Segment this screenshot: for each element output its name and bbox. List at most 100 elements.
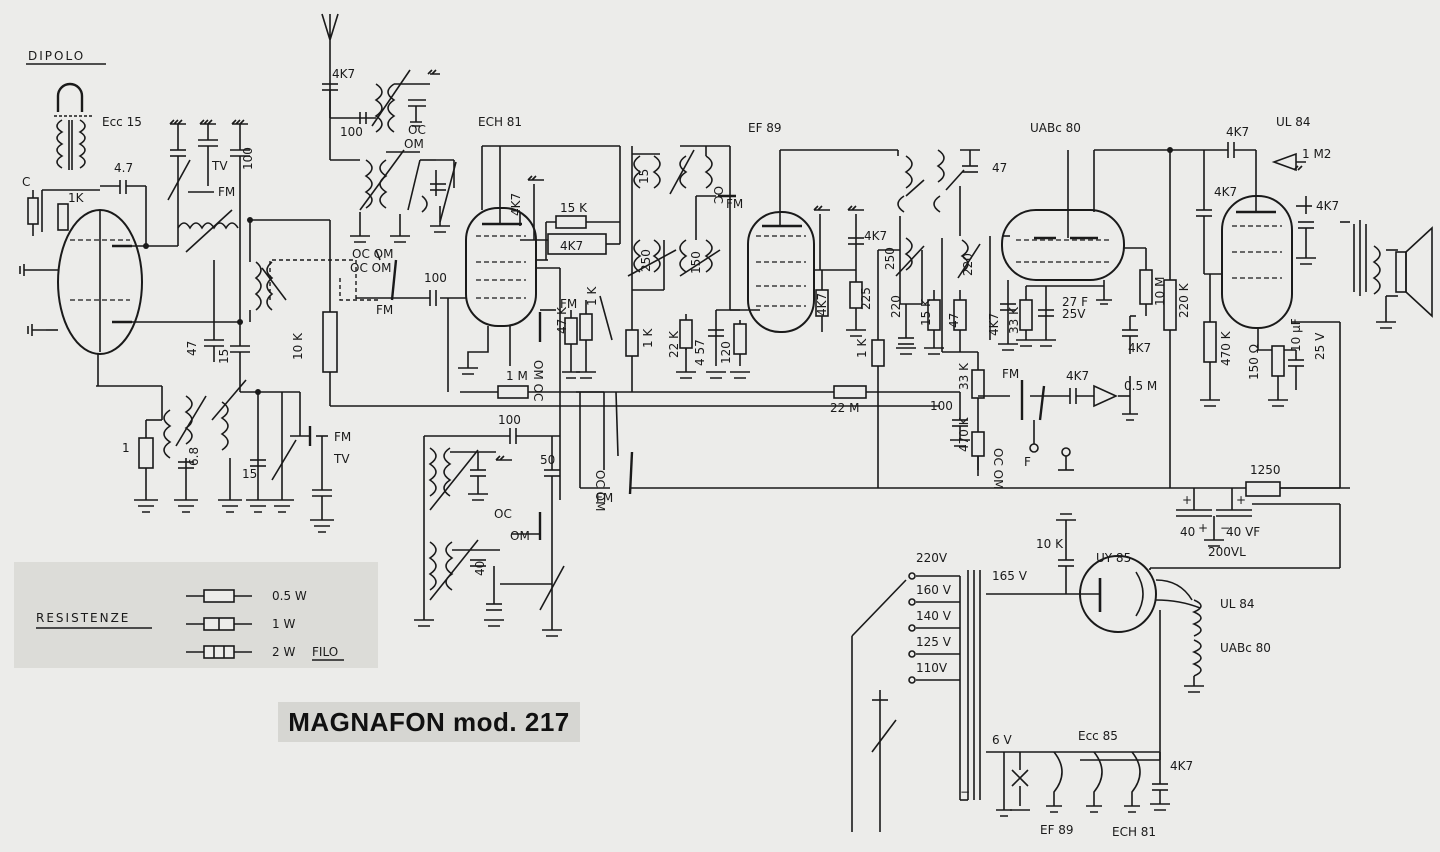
resistor-225: [849, 281, 863, 309]
label-fm-left: FM: [376, 303, 393, 317]
heater-label-ef89: EF 89: [1040, 823, 1074, 837]
label-1-left: 1: [122, 441, 130, 455]
label-1k: 1K: [68, 191, 85, 205]
resistor-1k-b: [57, 203, 69, 231]
label-225: 225: [859, 287, 873, 310]
label-25v: 25V: [1062, 307, 1086, 321]
power-switch[interactable]: [871, 719, 897, 753]
resistor-33k-det: [971, 369, 985, 399]
detector-volume: 33 K 100 470 K OC OM FM 4K7 0.5 M F: [930, 352, 1157, 489]
label-4k7-ul: 4K7: [1226, 125, 1249, 139]
tube-uy85-label: UY 85: [1096, 551, 1131, 565]
label-fm-lower: FM: [334, 430, 351, 444]
power-supply: 1250 + + 40 + − 40 VF 200VL: [1150, 463, 1341, 569]
label-25v-b: 25 V: [1313, 332, 1327, 360]
left-vertical-lines: OC OM FM 10 K: [247, 217, 940, 407]
label-165v: 165 V: [992, 569, 1028, 583]
label-4k7-heater: 4K7: [1170, 759, 1193, 773]
label-oc-top: OC: [408, 123, 426, 137]
voltage-selector-arm[interactable]: [851, 579, 907, 637]
resistor-22m: [833, 385, 867, 399]
label-4-7: 4.7: [114, 161, 133, 175]
if-transformer-2: 250 47 220 220 15 K 47: [883, 149, 1007, 355]
label-125v: 125 V: [916, 635, 952, 649]
label-1k-if: 1 K: [641, 328, 655, 348]
label-20-if2: 220: [961, 253, 975, 276]
speaker-coil: [1395, 251, 1407, 293]
mains-transformer: 220V 160 V 140 V 125 V 110V − 6 V Ecc 85: [851, 551, 1193, 839]
label-47-left: 47: [185, 341, 199, 356]
legend-resistor-2w: [203, 645, 235, 659]
label-100-det: 100: [930, 399, 953, 413]
output-stage: [1340, 220, 1433, 329]
label-100-mid: 100: [424, 271, 447, 285]
label-33k-det: 33 K: [957, 362, 971, 390]
label-om-top: OM: [404, 137, 424, 151]
label-c: C: [22, 175, 30, 189]
pickup-socket-f: [1029, 443, 1039, 453]
resistor-1k-ef: [871, 339, 885, 367]
label-40: 40: [473, 561, 487, 576]
label-47-if2: 47: [992, 161, 1007, 175]
label-f: F: [1024, 455, 1031, 469]
label-4k7-ech: 4K7: [509, 193, 523, 216]
resistor-1k-a: [27, 197, 39, 225]
label-6-8: 6.8: [187, 447, 201, 466]
tube-ul84-label: UL 84: [1276, 115, 1311, 129]
label-4k7-b: 4K7: [560, 239, 583, 253]
cap-minus: −: [1220, 521, 1230, 535]
resistor-10k: [322, 311, 338, 373]
tube-ech81: ECH 81 100 4K7 15 K 4K7: [396, 115, 960, 500]
label-470k-det: 470 K: [957, 416, 971, 452]
label-fm-if: FM: [726, 197, 743, 211]
resistor-150: [1271, 345, 1285, 377]
rect-label-uabc80: UABc 80: [1220, 641, 1271, 655]
label-110v: 110V: [916, 661, 948, 675]
label-220k: 220 K: [1177, 282, 1191, 318]
legend-item-2w: 2 W: [272, 645, 295, 659]
label-1250: 1250: [1250, 463, 1281, 477]
label-fm-osc: FM: [560, 297, 577, 311]
label-140v: 140 V: [916, 609, 952, 623]
label-50: 50: [540, 453, 555, 467]
legend-title: RESISTENZE: [36, 611, 130, 625]
resistor-1m: [497, 385, 529, 399]
label-15k-if2: 15 K: [919, 298, 933, 326]
label-4k7-ef2: 4K7: [864, 229, 887, 243]
label-om-osc: OM: [510, 529, 530, 543]
tube-uabc80-label: UABc 80: [1030, 121, 1081, 135]
resistor-22k-if: [679, 319, 693, 349]
tube-ech81-label: ECH 81: [478, 115, 522, 129]
tube-ul84: UL 84 4K7 1 M2 4K7 220 K 470 K 4K7: [1163, 115, 1341, 488]
label-fm-det: FM: [1002, 367, 1019, 381]
resistor-1250: [1245, 481, 1281, 497]
label-15-lower: 15: [242, 467, 257, 481]
resistor-33k: [1019, 299, 1033, 331]
resistor-220k: [1163, 279, 1177, 331]
label-oc-om-2: OC OM: [352, 247, 393, 261]
label-47-if2b: 47: [947, 313, 961, 328]
label-220-if2: 220: [889, 295, 903, 318]
legend-filo: FILO: [312, 645, 338, 659]
label-120: 120: [719, 341, 733, 364]
resistor-120: [733, 323, 747, 355]
cap-plus-3: +: [1198, 521, 1208, 535]
volume-pot-symbol: [1093, 384, 1118, 408]
label-oc-om-1: OC OM: [350, 261, 391, 275]
legend-item-0-5w: 0.5 W: [272, 589, 307, 603]
cap-plus-1: +: [1182, 493, 1192, 507]
resistor-1k-if: [625, 329, 639, 357]
label-fm-top: FM: [218, 185, 235, 199]
label-cap-40vf: 40 VF: [1226, 525, 1260, 539]
legend-resistor-0-5w: [203, 589, 235, 603]
label-4k7-uabc2: 4K7: [987, 313, 1001, 336]
label-100-ant: 100: [340, 125, 363, 139]
label-1k-ef: 1 K: [855, 338, 869, 358]
label-4k7-ul2: 4K7: [1214, 185, 1237, 199]
tube-ecc85: C 1K 4.7: [19, 161, 240, 386]
heater-label-ecc85: Ecc 85: [1078, 729, 1118, 743]
tone-pot-symbol: [1271, 152, 1297, 172]
resistor-1-left: [138, 437, 154, 469]
label-4k7-uabc: 4K7: [1128, 341, 1151, 355]
